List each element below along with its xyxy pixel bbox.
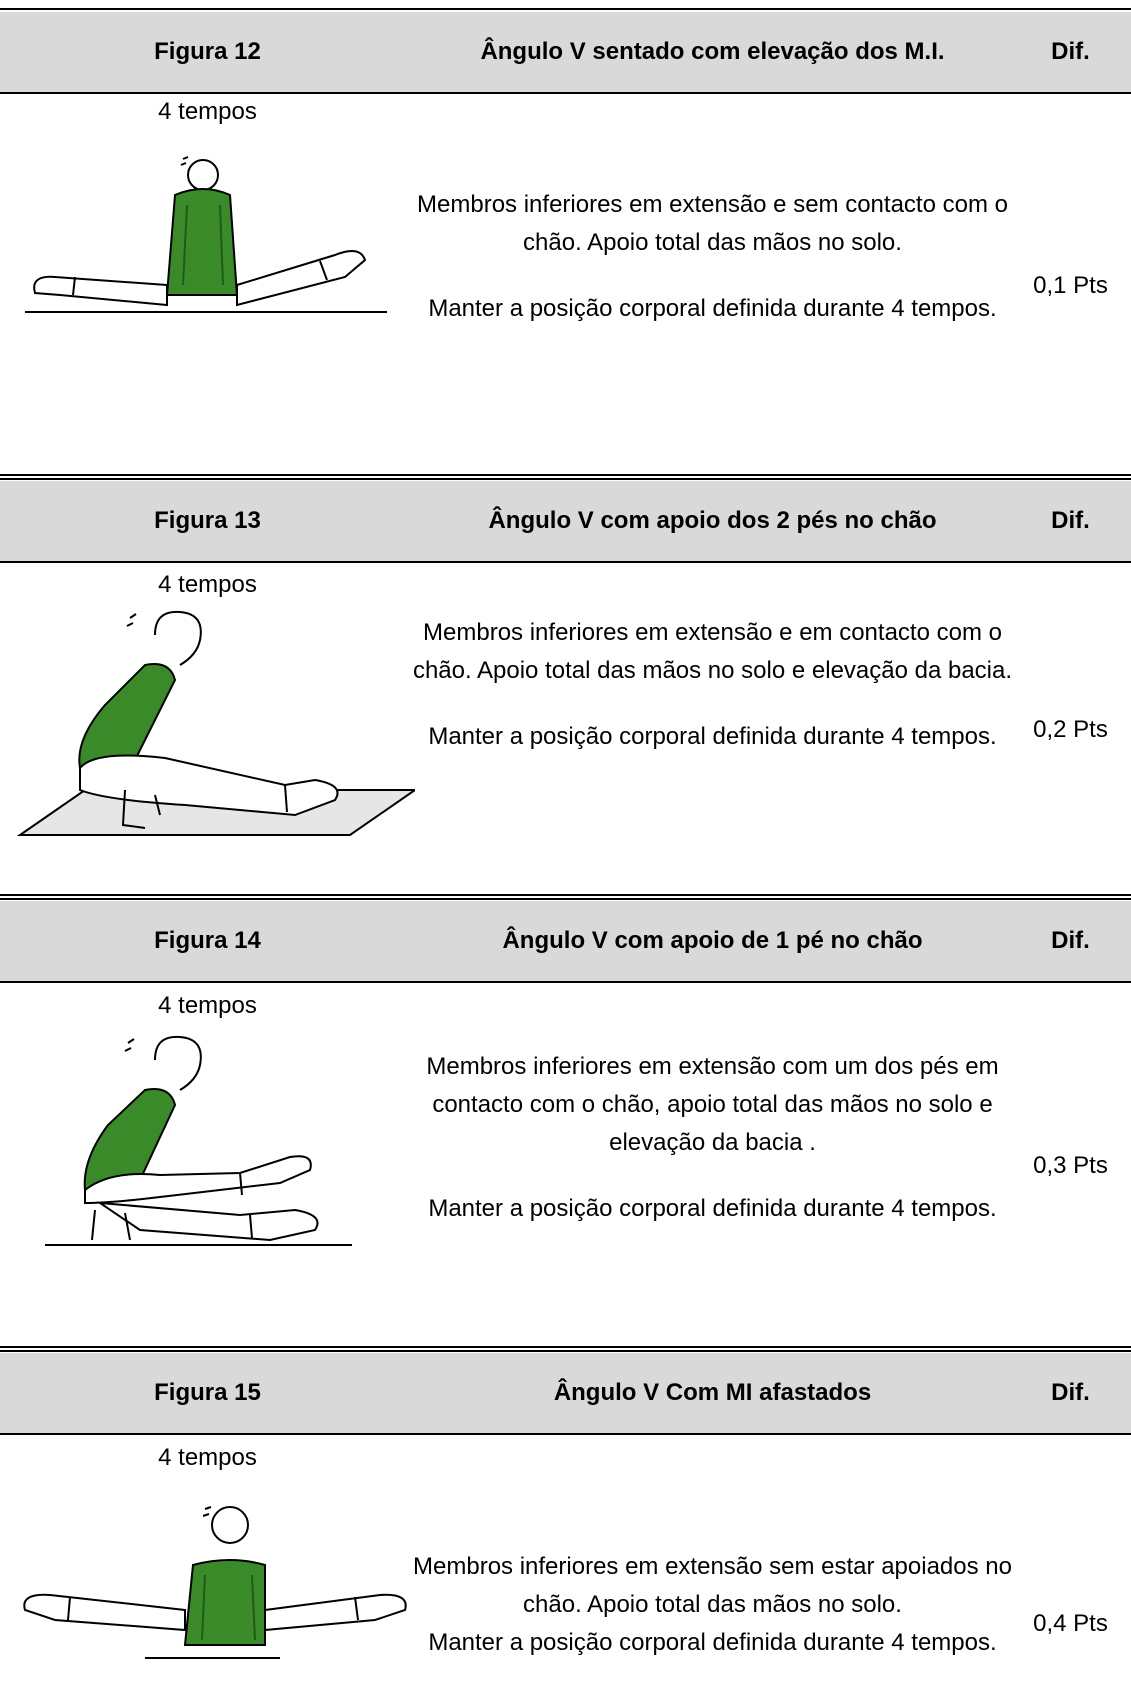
- difficulty-header: Dif.: [1051, 1379, 1090, 1406]
- figure-title: Ângulo V com apoio de 1 pé no chão: [502, 927, 923, 954]
- tempos-label: 4 tempos: [158, 571, 257, 598]
- tempos-label: 4 tempos: [158, 992, 257, 1019]
- description-text: Membros inferiores em extensão e sem con…: [417, 191, 1008, 256]
- difficulty-header: Dif.: [1051, 38, 1090, 65]
- difficulty-header: Dif.: [1051, 927, 1090, 954]
- description-duration: Manter a posição corporal definida duran…: [428, 1195, 997, 1222]
- illustration-v-straddle: [23, 1506, 407, 1659]
- illustration-v-one-foot: [45, 1035, 352, 1246]
- figure-header: Figura 13 Ângulo V com apoio dos 2 pés n…: [0, 481, 1131, 563]
- difficulty-points: 0,4 Pts: [1033, 1610, 1108, 1637]
- illustration-v-two-feet: [16, 610, 415, 836]
- figure-label: Figura 14: [154, 927, 261, 954]
- description-text: Membros inferiores em extensão sem estar…: [413, 1553, 1012, 1618]
- section-top-border: [0, 894, 1131, 900]
- figure-header: Figura 12 Ângulo V sentado com elevação …: [0, 12, 1131, 94]
- description-text: Membros inferiores em extensão e em cont…: [412, 619, 1013, 684]
- difficulty-points: 0,2 Pts: [1033, 716, 1108, 743]
- difficulty-header: Dif.: [1051, 507, 1090, 534]
- section-top-border: [0, 1346, 1131, 1352]
- description-duration: Manter a posição corporal definida duran…: [428, 723, 997, 750]
- figure-header: Figura 15 Ângulo V Com MI afastados Dif.: [0, 1353, 1131, 1435]
- figure-title: Ângulo V com apoio dos 2 pés no chão: [488, 507, 937, 534]
- figure-header: Figura 14 Ângulo V com apoio de 1 pé no …: [0, 901, 1131, 983]
- figure-label: Figura 12: [154, 38, 261, 65]
- tempos-label: 4 tempos: [158, 98, 257, 125]
- difficulty-points: 0,1 Pts: [1033, 272, 1108, 299]
- difficulty-points: 0,3 Pts: [1033, 1152, 1108, 1179]
- figure-label: Figura 15: [154, 1379, 261, 1406]
- illustration-v-sit-split: [25, 156, 387, 313]
- figure-label: Figura 13: [154, 507, 261, 534]
- figure-title: Ângulo V sentado com elevação dos M.I.: [480, 38, 945, 65]
- description-text: Membros inferiores em extensão com um do…: [426, 1053, 999, 1156]
- tempos-label: 4 tempos: [158, 1444, 257, 1471]
- description-duration: Manter a posição corporal definida duran…: [428, 295, 997, 322]
- figure-description: Membros inferiores em extensão e em cont…: [405, 614, 1020, 756]
- figure-description: Membros inferiores em extensão com um do…: [405, 1048, 1020, 1228]
- section-top-border: [0, 474, 1131, 480]
- figure-description: Membros inferiores em extensão e sem con…: [405, 186, 1020, 328]
- figure-description: Membros inferiores em extensão sem estar…: [405, 1548, 1020, 1662]
- figure-title: Ângulo V Com MI afastados: [553, 1379, 872, 1406]
- description-duration: Manter a posição corporal definida duran…: [428, 1629, 997, 1656]
